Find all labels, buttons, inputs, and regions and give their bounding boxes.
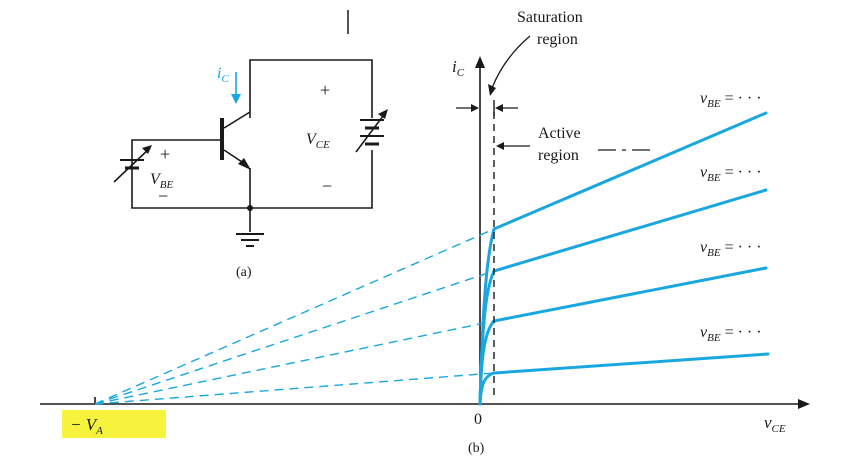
vce-return-wire xyxy=(252,150,373,209)
y-axis-label: iC xyxy=(452,57,465,79)
saturation-left-arrow-icon xyxy=(471,104,479,112)
vce-minus-sign: − xyxy=(322,176,332,196)
va-label: − VA xyxy=(70,415,103,437)
x-axis-arrow-icon xyxy=(798,399,810,409)
ic-label: iC xyxy=(217,65,229,85)
saturation-right-arrow-icon xyxy=(495,104,503,112)
active-arrow-icon xyxy=(496,142,504,150)
ic-arrow-icon xyxy=(231,94,241,104)
curve-1 xyxy=(478,111,768,406)
circuit-caption: (a) xyxy=(236,265,252,280)
saturation-callout-arrow xyxy=(491,35,531,89)
plot-caption: (b) xyxy=(468,441,485,456)
va-highlight xyxy=(62,410,166,438)
junction-dot xyxy=(247,205,253,211)
vce-label: VCE xyxy=(306,131,330,151)
extrapolation-line-3 xyxy=(94,320,495,405)
transistor-collector xyxy=(223,111,251,129)
vce-arrowhead-icon xyxy=(378,109,388,119)
vbe-minus-sign: − xyxy=(158,186,168,206)
emitter-arrow-icon xyxy=(238,158,251,170)
extrapolation-lines xyxy=(94,228,495,405)
saturation-label-line1: Saturation xyxy=(517,9,583,26)
extrapolation-line-4 xyxy=(94,372,495,405)
vbe-plus-sign: + xyxy=(160,144,170,164)
bjt-circuit xyxy=(113,59,387,247)
x-axis-label: vCE xyxy=(764,413,786,435)
collector-wire xyxy=(249,59,373,118)
curve-label-3: vBE = · · · xyxy=(700,239,762,259)
active-label-line1: Active xyxy=(538,125,581,142)
vbe-arrowhead-icon xyxy=(142,145,152,154)
base-wire xyxy=(131,139,252,209)
curve-4 xyxy=(478,352,770,406)
vce-plus-sign: + xyxy=(320,80,330,100)
curve-label-4: vBE = · · · xyxy=(700,324,762,344)
characteristic-curves xyxy=(478,111,770,406)
extrapolation-line-2 xyxy=(94,270,495,405)
saturation-callout-arrow-icon xyxy=(488,84,496,96)
active-label-line2: region xyxy=(538,147,579,164)
vce-variable-arrow xyxy=(355,111,387,153)
saturation-label-line2: region xyxy=(537,31,578,48)
y-axis-arrow-icon xyxy=(475,56,485,68)
vbe-variable-arrow xyxy=(113,147,151,183)
curve-label-1: vBE = · · · xyxy=(700,90,762,110)
vbe-label: VBE xyxy=(150,171,174,191)
origin-label: 0 xyxy=(474,411,482,428)
curve-label-2: vBE = · · · xyxy=(700,164,762,184)
extrapolation-line-1 xyxy=(94,228,495,405)
